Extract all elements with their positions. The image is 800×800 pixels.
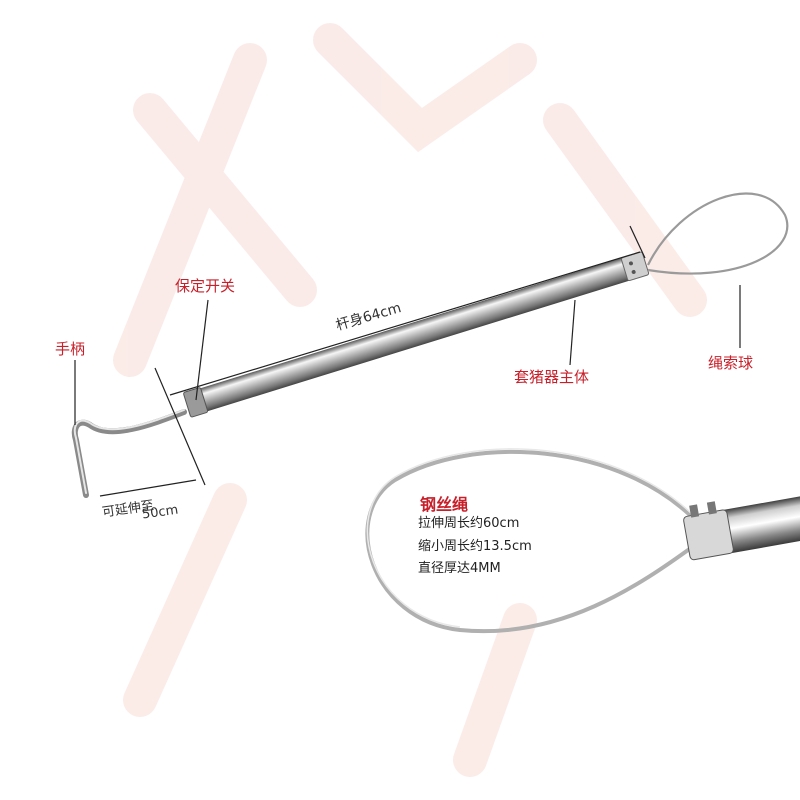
rope-loop	[647, 192, 789, 275]
spec-line: 直径厚达4MM	[418, 561, 501, 576]
rod-body	[184, 252, 649, 416]
label-handle: 手柄	[55, 340, 86, 358]
annotation-lines	[74, 225, 741, 497]
tip-rivet	[628, 261, 633, 266]
label-main-body: 套猪器主体	[514, 368, 590, 386]
rope-loop-detail-highlight	[366, 448, 701, 628]
tube-detail	[683, 493, 800, 561]
spec-line: 缩小周长约13.5cm	[418, 539, 532, 554]
hook-handle-highlight	[73, 409, 185, 494]
label-lock-switch: 保定开关	[175, 277, 236, 295]
snare-pole	[183, 251, 650, 418]
label-rope-loop: 绳索球	[708, 354, 754, 372]
spec-title: 钢丝绳	[420, 495, 469, 514]
spec-line: 拉伸周长约60cm	[418, 516, 520, 531]
tip-rivet	[631, 269, 636, 274]
watermark	[113, 23, 707, 777]
rod-end-collar	[183, 387, 209, 418]
